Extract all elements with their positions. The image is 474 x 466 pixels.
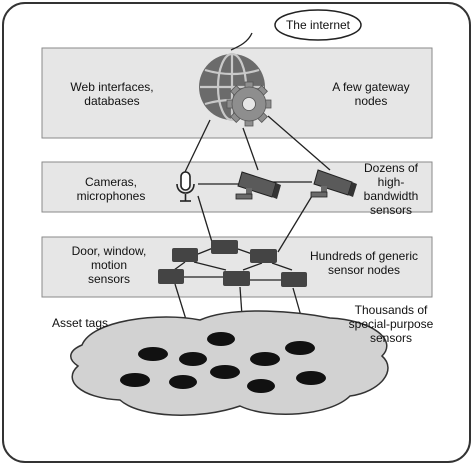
- camera-icon: [310, 169, 357, 198]
- asset-tag: [285, 341, 315, 355]
- generic-sensor-node: [211, 240, 238, 254]
- special-purpose-sensors-label: Thousands of special-purpose sensors: [348, 303, 434, 345]
- top-layer-right-label: A few gateway nodes: [332, 80, 410, 108]
- top-layer-left-label: Web interfaces, databases: [70, 80, 154, 108]
- asset-tag: [169, 375, 197, 389]
- link-mic-node: [197, 195, 213, 243]
- gear-icon: [226, 81, 272, 127]
- microphone-icon: [176, 171, 195, 202]
- asset-tag: [138, 347, 168, 361]
- generic-layer-right-label: Hundreds of generic sensor nodes: [309, 249, 419, 277]
- generic-sensor-node: [281, 272, 307, 287]
- asset-tag: [250, 352, 280, 366]
- asset-tag: [210, 365, 240, 379]
- link-node-a-b: [197, 247, 214, 255]
- generic-sensor-node: [172, 248, 198, 262]
- internet-bubble: [274, 9, 362, 41]
- generic-sensor-nodes: [158, 240, 307, 287]
- asset-tag: [179, 352, 207, 366]
- asset-tags: [120, 332, 326, 393]
- link-node-c-e: [242, 262, 263, 271]
- generic-sensor-node: [250, 249, 277, 263]
- asset-tag: [207, 332, 235, 346]
- link-globe-mic: [184, 119, 211, 173]
- camera-icon: [235, 171, 281, 200]
- bubble-tail: [230, 32, 253, 51]
- middle-layer-panel: [41, 161, 433, 213]
- link-globe-camera1: [242, 127, 259, 171]
- middle-layer-left-label: Cameras, microphones: [76, 175, 146, 203]
- asset-tag: [296, 371, 326, 385]
- sensor-cloud: [70, 310, 389, 416]
- middle-layer-right-label: Dozens of high- bandwidth sensors: [363, 161, 419, 217]
- asset-tag: [247, 379, 275, 393]
- link-node-a-e: [193, 261, 227, 271]
- internet-bubble-label: The internet: [285, 18, 351, 32]
- link-node-a-d: [173, 261, 186, 271]
- asset-tags-label: Asset tags: [52, 316, 109, 330]
- generic-sensor-node: [158, 269, 184, 284]
- generic-layer-left-label: Door, window, motion sensors: [71, 244, 147, 286]
- asset-tag: [120, 373, 150, 387]
- link-globe-camera2: [267, 115, 331, 171]
- link-camera2-node: [277, 195, 313, 253]
- link-node-c-f: [271, 262, 293, 271]
- generic-sensor-node: [223, 271, 250, 286]
